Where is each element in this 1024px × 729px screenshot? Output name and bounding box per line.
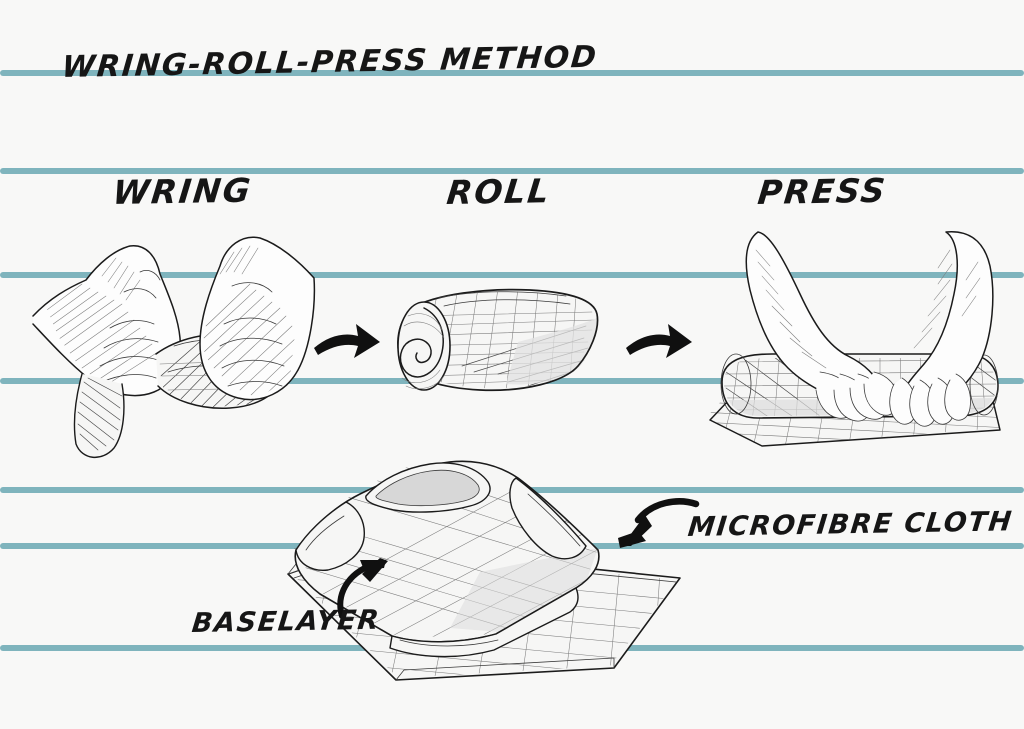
ruled-line-5 — [0, 487, 1024, 493]
ruled-line-3 — [0, 272, 1024, 278]
ruled-line-1 — [0, 70, 1024, 76]
ruled-line-7 — [0, 645, 1024, 651]
page-title: WRING-ROLL-PRESS METHOD — [60, 39, 600, 85]
illustration-rolled-cloth — [378, 282, 603, 407]
illustration-press-hands — [700, 231, 1005, 462]
step-label-press: PRESS — [755, 170, 889, 212]
callout-label-microfibre-cloth: MICROFIBRE CLOTH — [686, 506, 1015, 543]
ruled-line-4 — [0, 378, 1024, 384]
step-label-wring: WRING — [110, 170, 255, 212]
ruled-line-6 — [0, 543, 1024, 549]
callout-label-baselayer: BASELAYER — [190, 604, 382, 639]
arrow-right-icon-wring-to-roll — [312, 318, 382, 366]
illustration-wring-hands — [28, 232, 318, 462]
arrow-right-icon-roll-to-press — [624, 318, 694, 366]
ruled-line-2 — [0, 168, 1024, 174]
step-label-roll: ROLL — [444, 171, 553, 212]
